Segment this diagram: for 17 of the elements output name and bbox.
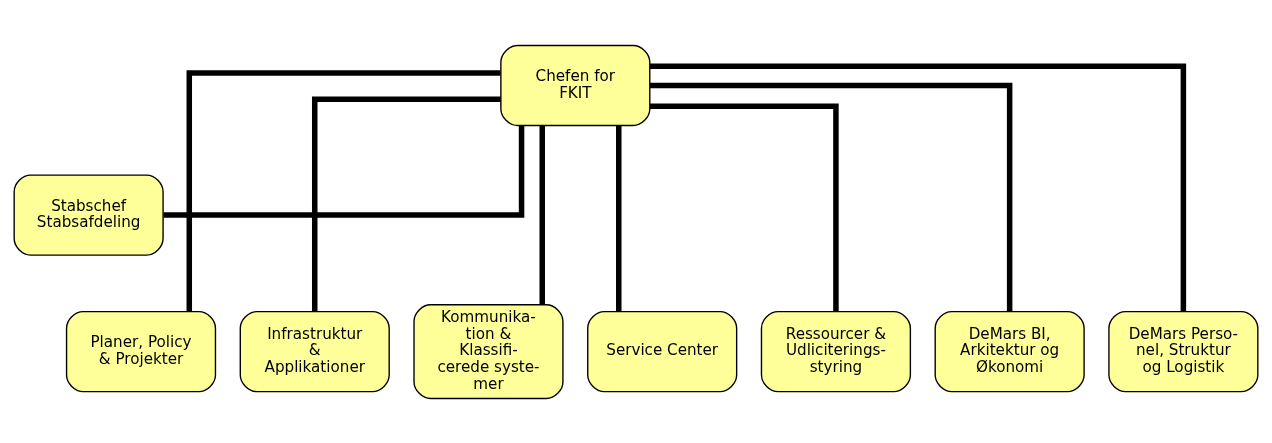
node-box: Stabschef Stabsafdeling [13, 173, 164, 256]
node-box: Ressourcer & Udliciterings- styring [760, 310, 912, 392]
connector [649, 62, 1187, 311]
connector [312, 96, 501, 311]
connector [186, 69, 501, 311]
node-box: Kommunika- tion & Klassifi- cerede syste- mer [413, 303, 564, 399]
node-box: Chefen for FKIT [500, 44, 651, 126]
connector [650, 102, 839, 311]
node-box: DeMars BI, Arkitektur og Økonomi [934, 310, 1085, 392]
node-box: Infrastruktur & Applikationer [239, 310, 390, 392]
node-box: Planer, Policy & Projekter [65, 310, 217, 392]
node-box: DeMars Perso- nel, Struktur og Logistik [1108, 310, 1259, 392]
node-box: Service Center [587, 310, 738, 392]
connector [616, 125, 622, 311]
connector [163, 125, 525, 218]
connector [539, 125, 545, 304]
connector [650, 82, 1013, 311]
